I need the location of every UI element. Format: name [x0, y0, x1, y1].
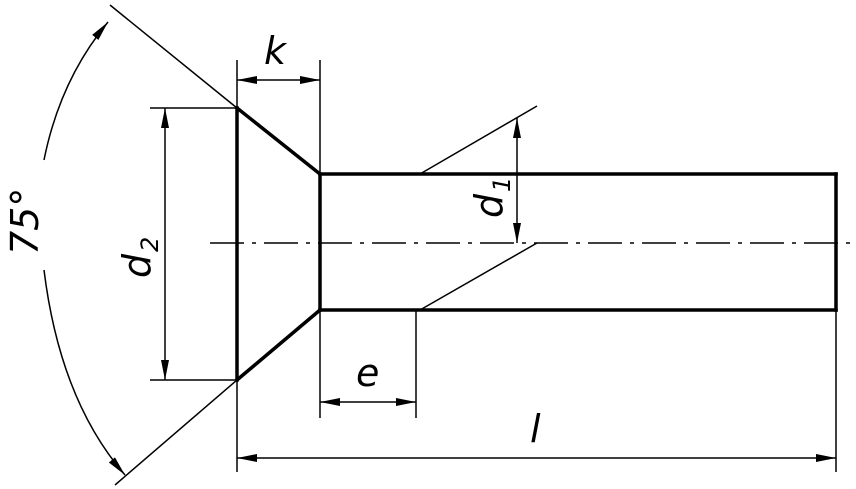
l-label: l	[530, 407, 541, 451]
d2-label: d	[115, 253, 159, 278]
d1-label: d	[467, 193, 511, 218]
d1-subscript: 1	[488, 177, 516, 192]
k-label: k	[264, 29, 288, 73]
rivet-outline	[234, 105, 838, 383]
d2-dimension: d 2	[115, 107, 237, 381]
l-dimension: l	[236, 310, 837, 472]
angle-dimension: 75°	[3, 4, 238, 486]
d2-subscript: 2	[136, 237, 164, 252]
angle-label: 75°	[3, 188, 47, 255]
k-dimension: k	[236, 29, 321, 174]
e-label: e	[356, 351, 379, 395]
d1-dimension: d 1	[419, 105, 538, 311]
e-dimension: e	[319, 310, 417, 418]
